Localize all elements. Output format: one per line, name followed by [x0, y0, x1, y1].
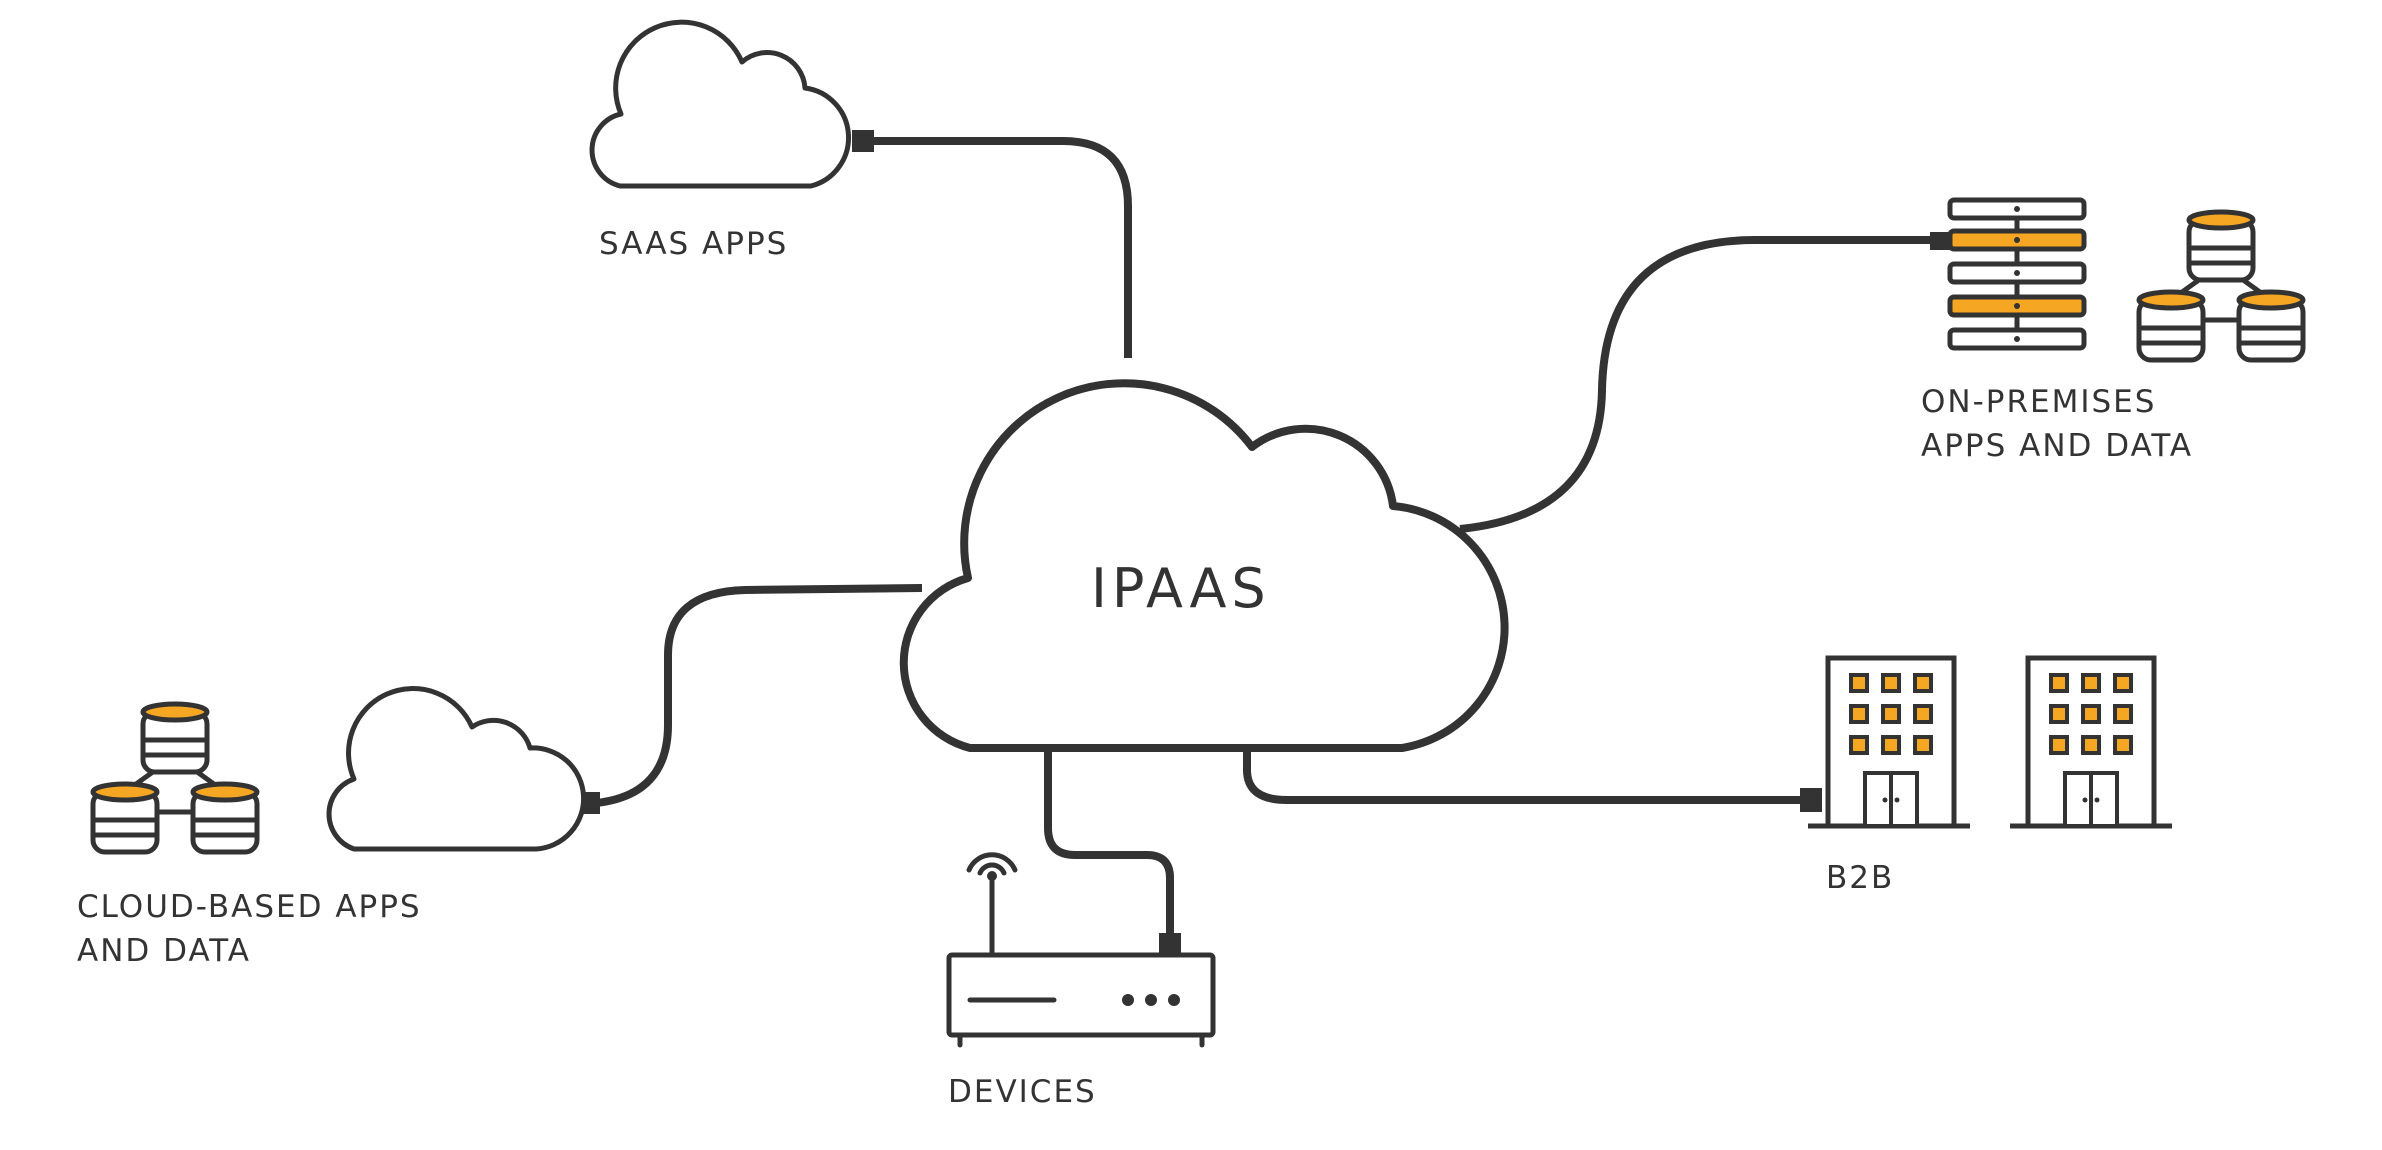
connector-cloud-based [595, 584, 923, 807]
plug-on-premises [1930, 232, 1952, 250]
office-building-icon [2010, 655, 2172, 829]
office-building-icon [1808, 655, 1970, 829]
connector-on-premises [1459, 236, 1935, 533]
plug-b2b [1800, 788, 1822, 812]
center-label: IPAAS [1091, 557, 1271, 620]
connector-devices [1044, 752, 1174, 933]
cloud-based-label-line-2: AND DATA [77, 933, 251, 969]
connector-saas [866, 137, 1132, 358]
b2b-label-text: B2B [1826, 860, 1895, 896]
cloud-based-label: CLOUD-BASED APPS AND DATA [77, 885, 422, 973]
central-cloud-icon [899, 379, 1509, 752]
database-cluster-icon [90, 701, 260, 855]
b2b-label: B2B [1826, 856, 1894, 900]
plug-devices [1159, 933, 1181, 955]
database-cluster-icon [2136, 209, 2306, 363]
cloud-based-label-line-1: CLOUD-BASED APPS [77, 889, 422, 925]
on-premises-label: ON-PREMISES APPS AND DATA [1921, 380, 2193, 468]
devices-label-text: DEVICES [948, 1074, 1097, 1110]
on-premises-label-line-2: APPS AND DATA [1921, 428, 2194, 464]
saas-apps-label: SAAS APPS [599, 222, 788, 266]
on-premises-label-line-1: ON-PREMISES [1921, 384, 2157, 420]
server-rack-icon [1947, 197, 2087, 351]
cloud-based-cloud-icon [326, 686, 587, 852]
connector-b2b [1243, 752, 1800, 804]
plug-saas [852, 130, 874, 152]
saas-apps-label-text: SAAS APPS [599, 226, 789, 262]
router-icon [946, 852, 1216, 1048]
devices-label: DEVICES [948, 1070, 1097, 1114]
saas-cloud-icon [589, 19, 851, 189]
